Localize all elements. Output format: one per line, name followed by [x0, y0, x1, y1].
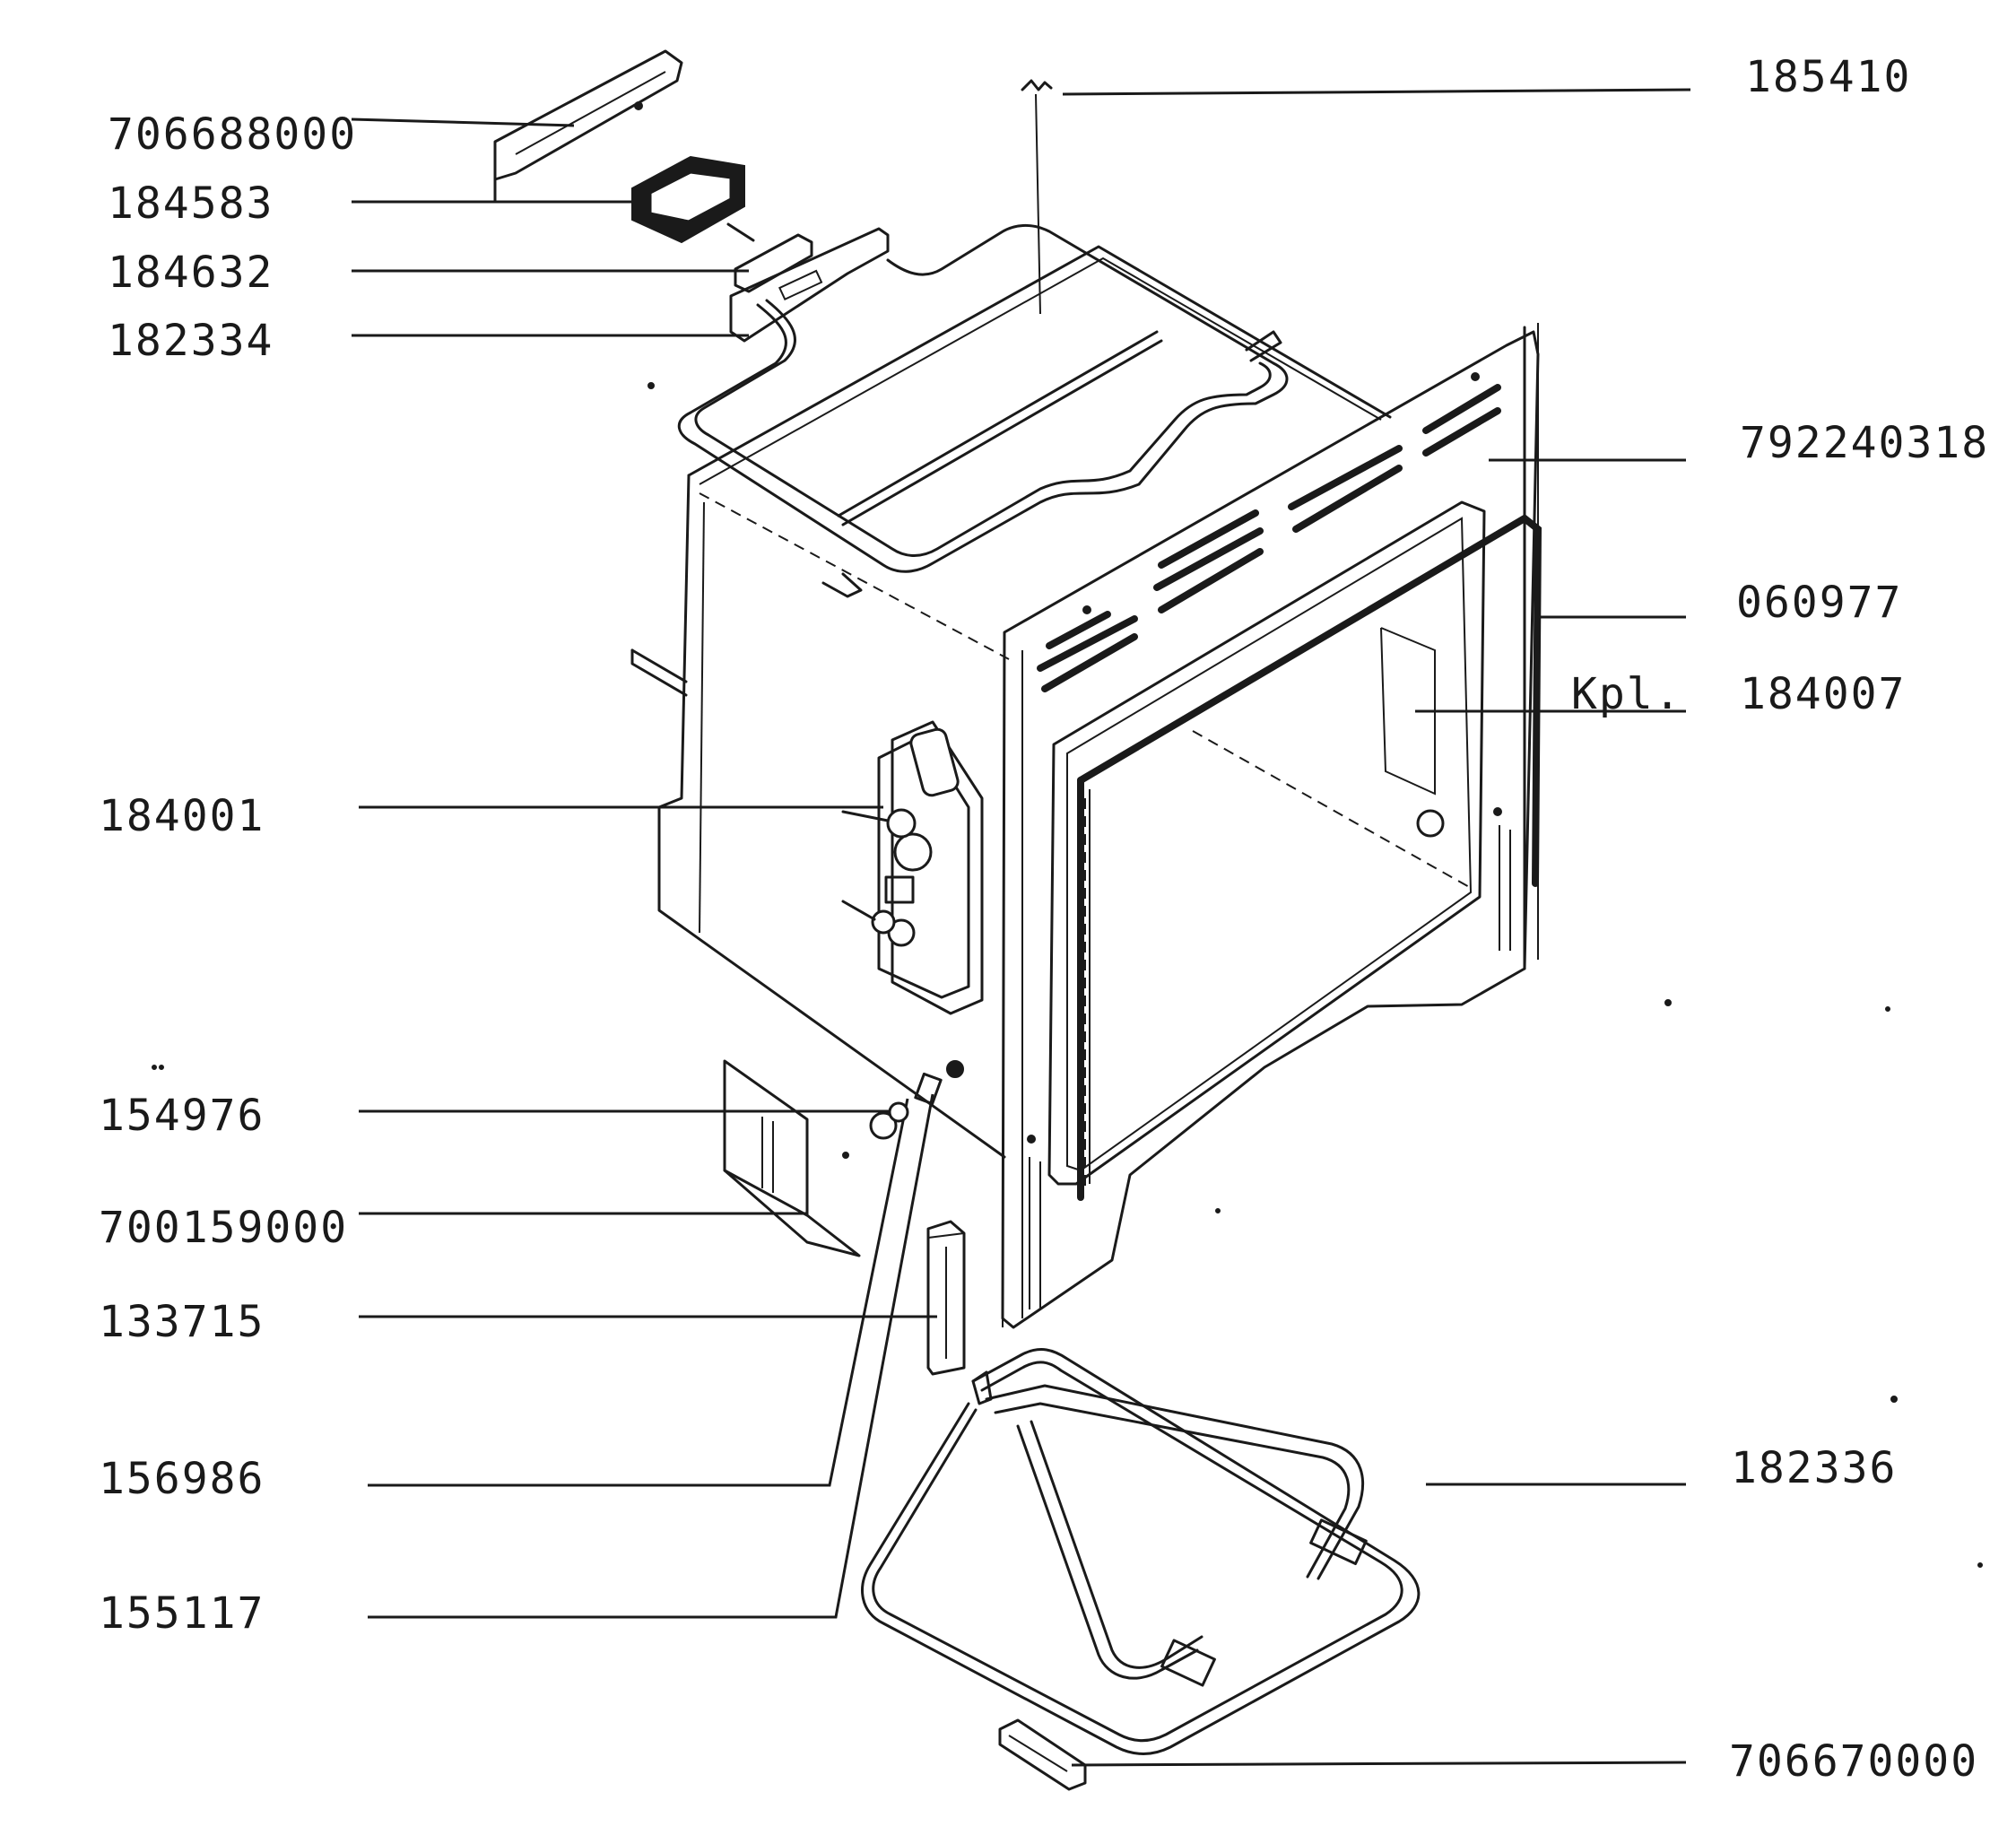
- door-seal-060977: [1077, 514, 1542, 1201]
- insulation-bar-133715: [926, 1220, 966, 1376]
- label-182336: 182336: [1731, 1443, 1898, 1493]
- label-706688000: 706688000: [108, 109, 358, 160]
- bottom-heating-element-182336: [861, 1348, 1421, 1755]
- specks: [152, 382, 1983, 1568]
- top-heating-element: [678, 79, 1289, 598]
- label-156986: 156986: [99, 1454, 265, 1504]
- label-133715: 133715: [99, 1297, 265, 1347]
- terminal-block-184583: [631, 155, 755, 244]
- fitting-154976: [842, 1060, 964, 1159]
- oven-cavity-body: [630, 245, 1539, 1159]
- label-060977: 060977: [1736, 578, 1903, 628]
- label-792240318: 792240318: [1740, 418, 1990, 468]
- shield-plate-700159000: [723, 1059, 861, 1257]
- label-700159000: 700159000: [99, 1203, 349, 1253]
- control-box-184001: [841, 720, 984, 1015]
- label-706670000: 706670000: [1729, 1736, 1979, 1787]
- front-frame-792240318: [1001, 330, 1540, 1329]
- label-184583: 184583: [108, 178, 274, 229]
- label-155117: 155117: [99, 1588, 265, 1639]
- leader-lines-left: [351, 117, 937, 1619]
- label-154976: 154976: [99, 1091, 265, 1141]
- plate-184632: [729, 227, 890, 343]
- bracket-706688000: [493, 49, 683, 204]
- label-184007: 184007: [1740, 669, 1907, 719]
- label-182334: 182334: [108, 316, 274, 366]
- leader-lines-right: [1062, 88, 1691, 1767]
- bracket-706670000: [998, 1718, 1087, 1791]
- label-184632: 184632: [108, 248, 274, 298]
- label-184001: 184001: [99, 791, 265, 841]
- label-kpl: Kpl.: [1571, 669, 1682, 719]
- label-185410: 185410: [1745, 52, 1912, 102]
